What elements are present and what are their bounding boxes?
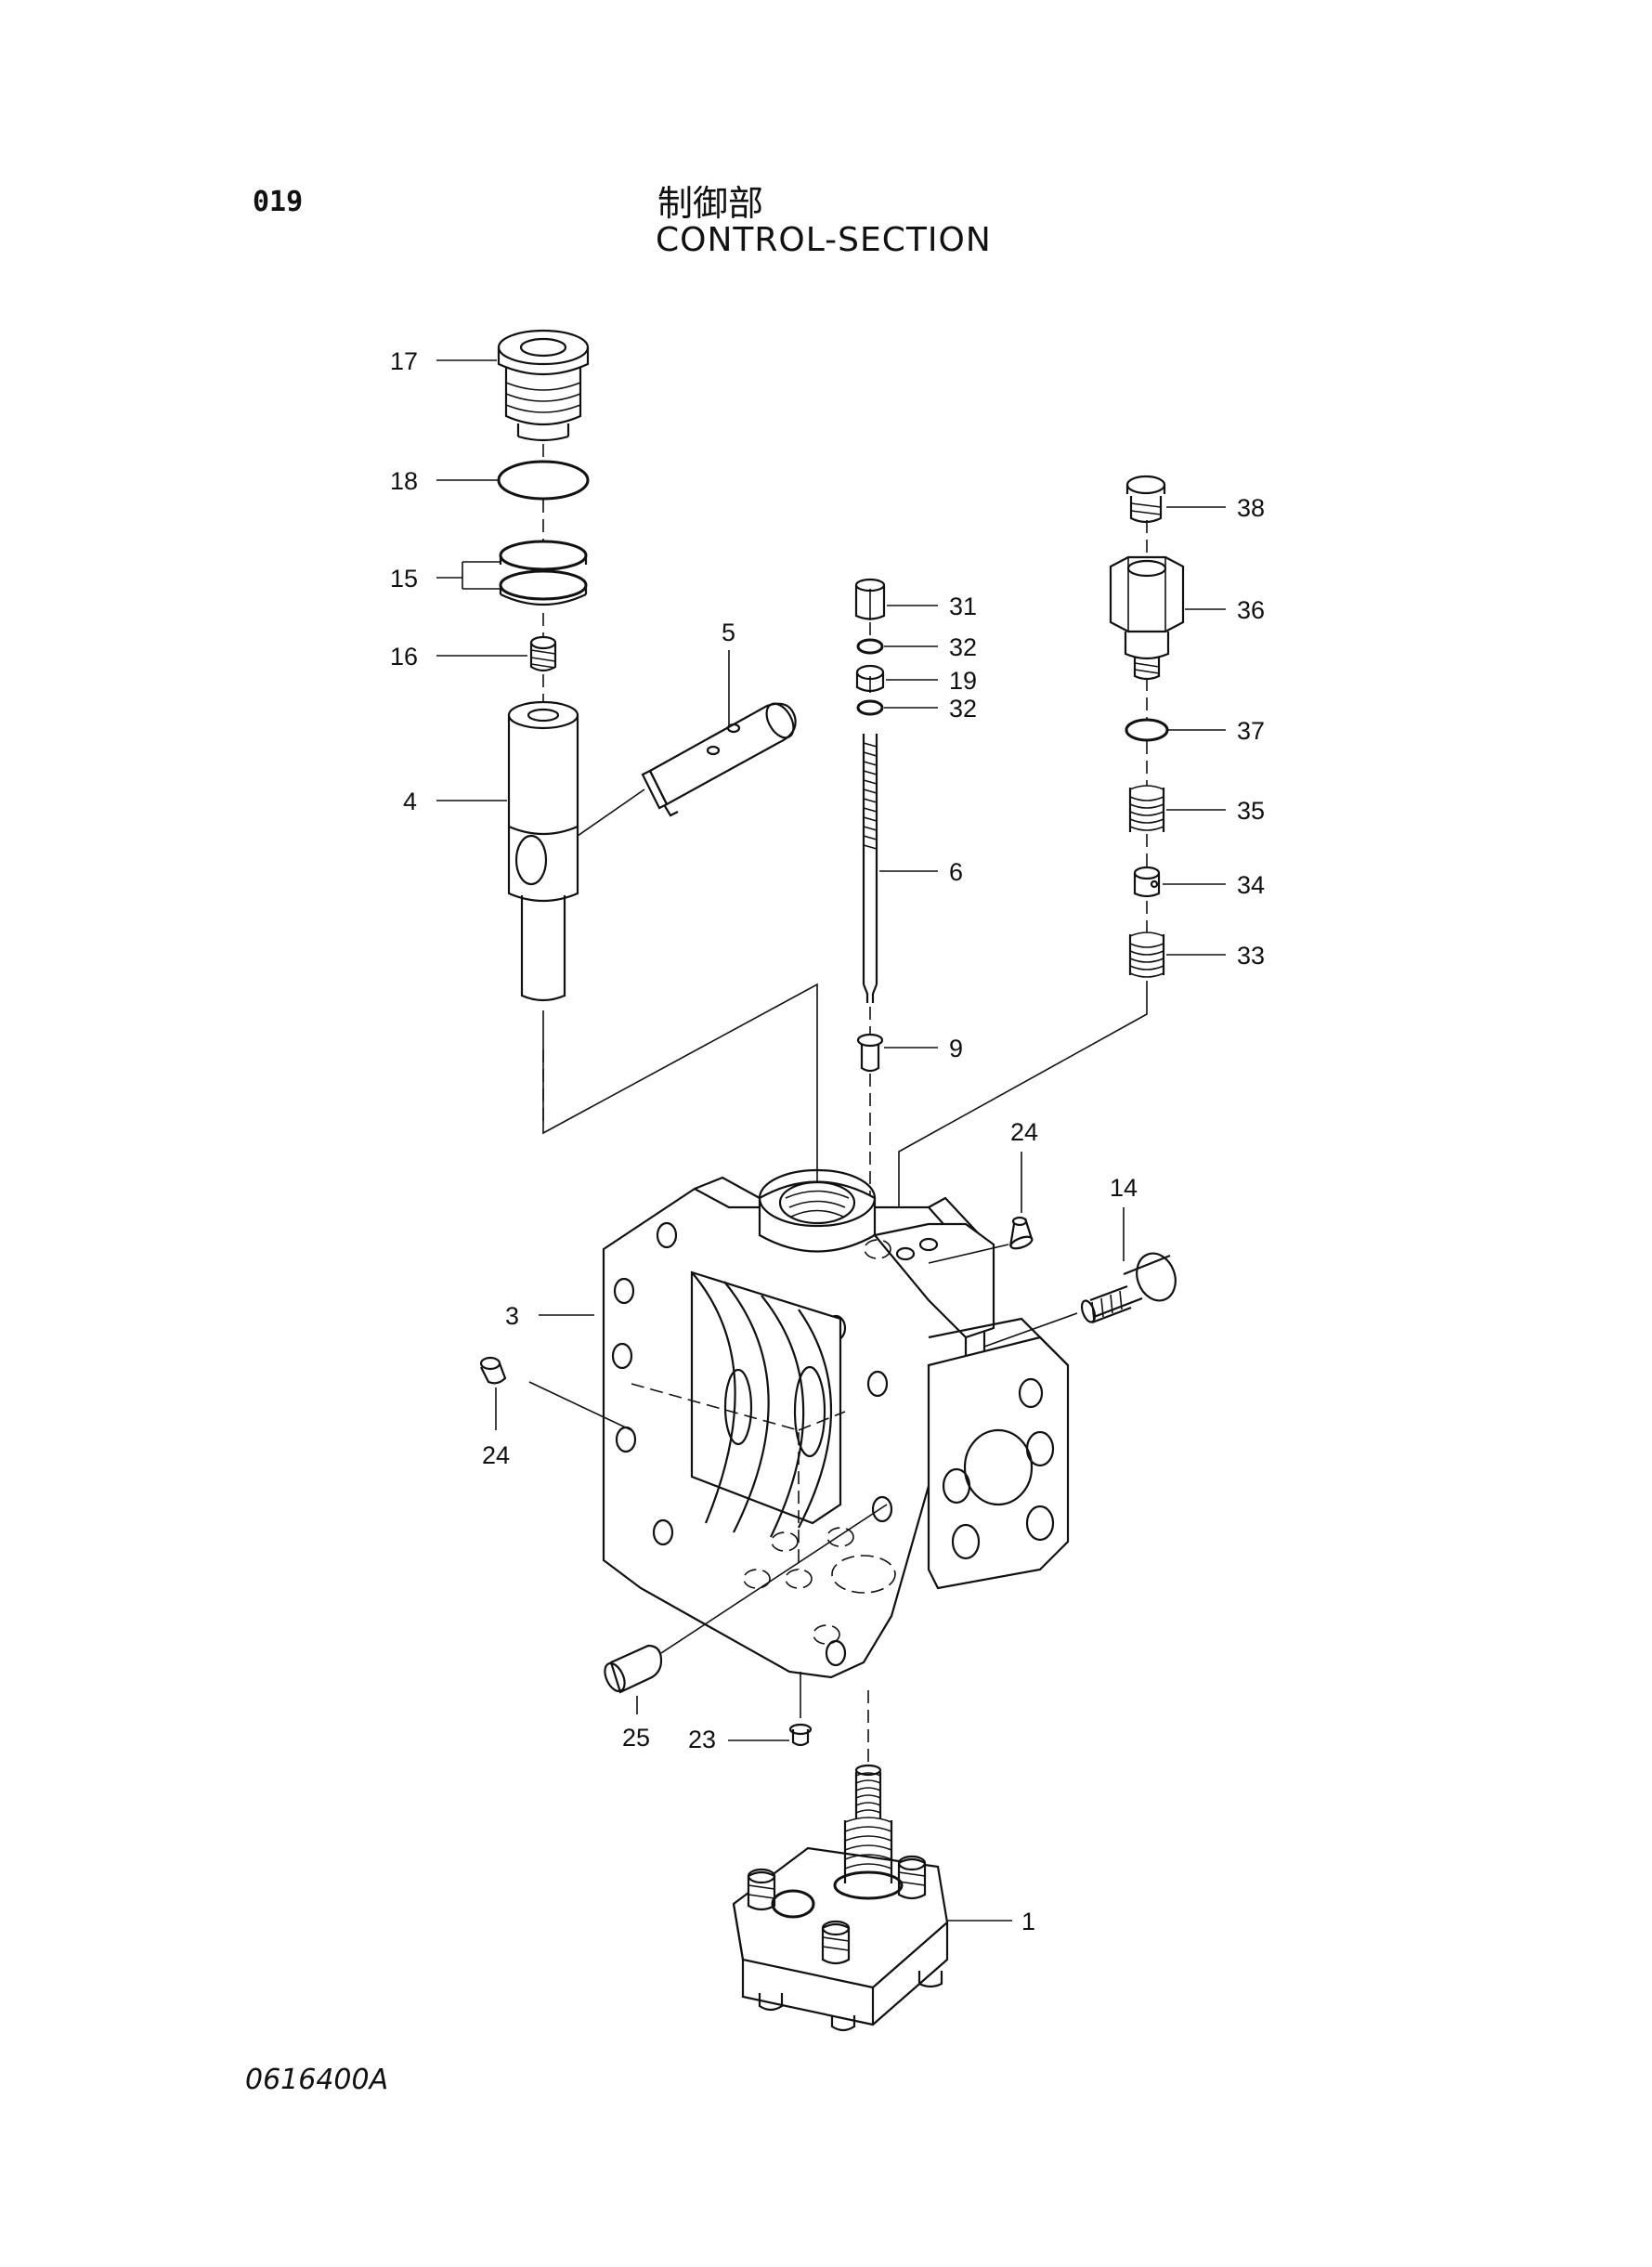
part-18-o-ring (497, 460, 590, 501)
callout-32-lower: 32 (949, 695, 977, 723)
part-16-set-screw (529, 635, 557, 672)
part-5-pin (641, 650, 797, 817)
part-24-screw-upper (1008, 1216, 1034, 1250)
callout-15: 15 (390, 565, 418, 593)
callout-24-left: 24 (482, 1441, 510, 1469)
callout-33: 33 (1237, 942, 1265, 970)
part-36-body (1109, 555, 1185, 681)
part-4-piston (507, 700, 579, 1002)
page-number: 019 (253, 186, 304, 218)
part-34-seat (1133, 866, 1161, 898)
callout-23: 23 (688, 1726, 716, 1753)
part-1-cover-assembly (732, 1764, 949, 2032)
part-3-housing (602, 1168, 1070, 1679)
part-32-washer-lower (856, 699, 884, 716)
callout-4: 4 (403, 788, 417, 815)
callout-34: 34 (1237, 871, 1265, 899)
part-35-spring (1128, 785, 1165, 832)
callout-18: 18 (390, 467, 418, 495)
callout-3: 3 (505, 1302, 519, 1330)
callout-16: 16 (390, 643, 418, 671)
callout-32-upper: 32 (949, 633, 977, 661)
callout-37: 37 (1237, 717, 1265, 745)
callout-19: 19 (949, 667, 977, 695)
title-english: CONTROL-SECTION (656, 221, 992, 259)
callout-1: 1 (1021, 1908, 1035, 1935)
part-33-spring (1128, 932, 1165, 978)
callout-31: 31 (949, 593, 977, 620)
callout-36: 36 (1237, 596, 1265, 624)
callout-24-upper: 24 (1010, 1118, 1038, 1146)
document-code: 0616400A (245, 2064, 389, 2096)
part-25-pin (604, 1644, 663, 1694)
part-17-plug (497, 329, 590, 442)
callout-6: 6 (949, 858, 963, 886)
callout-14: 14 (1110, 1174, 1138, 1202)
part-9-plug (856, 1033, 884, 1073)
title-japanese: 制御部 (657, 183, 764, 224)
callout-25: 25 (622, 1724, 650, 1752)
callout-9: 9 (949, 1035, 963, 1062)
part-37-o-ring (1125, 718, 1169, 742)
part-23-screw (788, 1723, 813, 1747)
part-14-bolt (1080, 1252, 1177, 1324)
callout-17: 17 (390, 347, 418, 375)
callout-35: 35 (1237, 797, 1265, 825)
part-24-screw-left (479, 1356, 507, 1385)
part-15-backup-rings (499, 540, 588, 606)
callout-38: 38 (1237, 494, 1265, 522)
callout-5: 5 (722, 619, 735, 646)
part-32-washer-upper (856, 638, 884, 655)
part-6-adjusting-screw (862, 734, 878, 1003)
part-19-nut (855, 664, 885, 693)
part-38-plug (1125, 475, 1166, 524)
part-31-cap-nut (854, 578, 886, 620)
